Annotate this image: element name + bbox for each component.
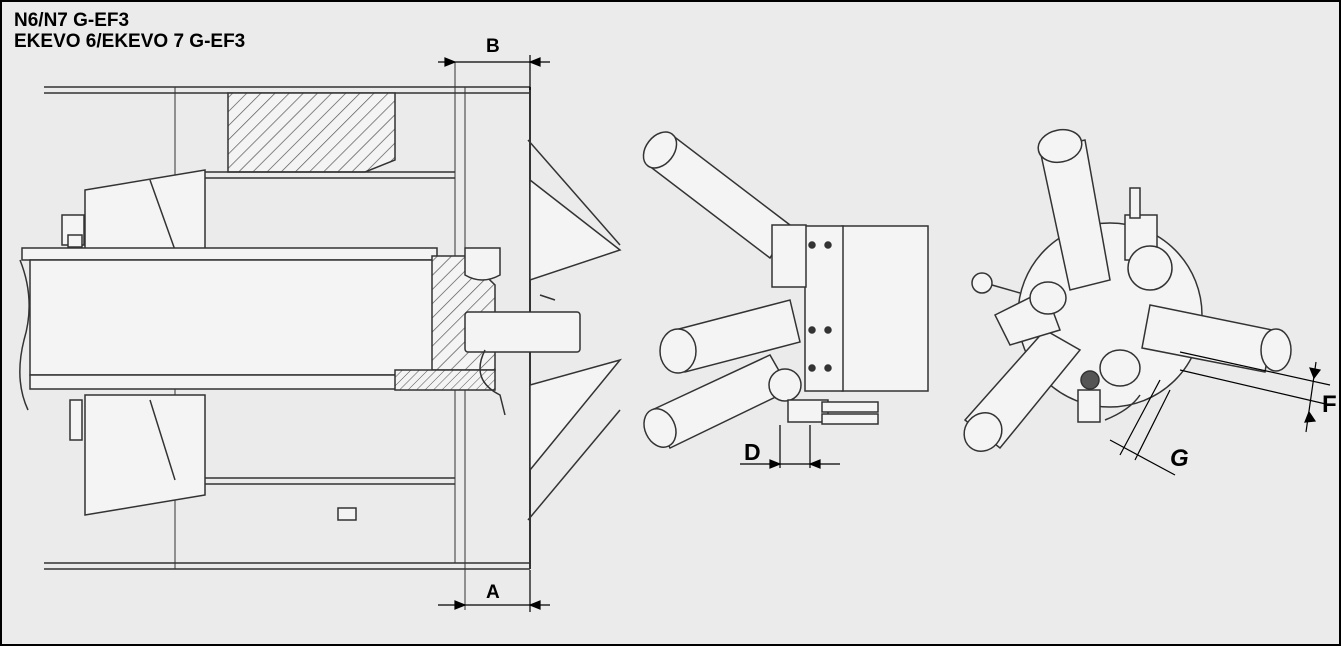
nozzle-front-view xyxy=(963,128,1292,452)
dimension-label-b: B xyxy=(486,36,500,57)
burner-section-view xyxy=(19,62,623,610)
dimension-label-g: G xyxy=(1170,445,1189,472)
dimension-label-f: F xyxy=(1322,391,1337,418)
dimension-lines-f-g xyxy=(1109,351,1331,476)
title-block: N6/N7 G-EF3 EKEVO 6/EKEVO 7 G-EF3 xyxy=(14,10,245,52)
dimension-lines-a-b xyxy=(438,55,550,612)
nozzle-side-view xyxy=(642,131,929,450)
dimension-label-d: D xyxy=(744,439,761,465)
model-title-ekevo: EKEVO 6/EKEVO 7 G-EF3 xyxy=(14,31,246,52)
model-title-n6-n7: N6/N7 G-EF3 xyxy=(14,10,130,31)
dimension-line-d xyxy=(740,425,840,469)
dimension-label-a: A xyxy=(486,582,500,603)
